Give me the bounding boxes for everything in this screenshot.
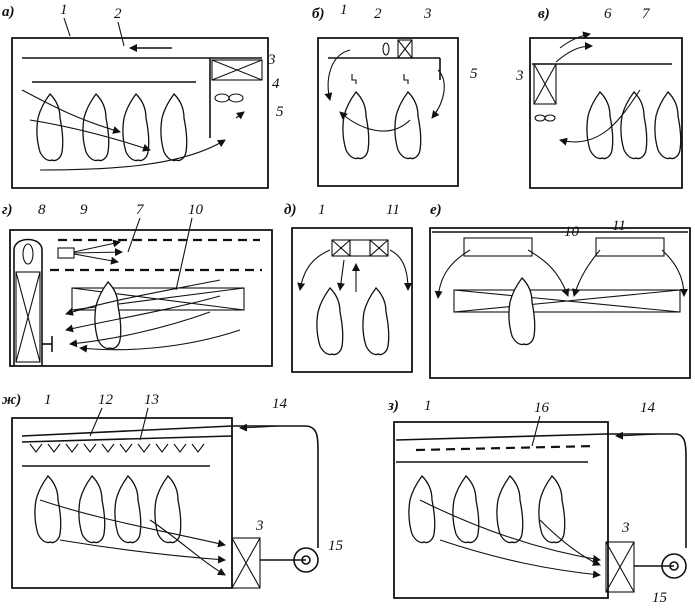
fan-icon <box>534 114 556 122</box>
carcass <box>408 475 436 544</box>
callout: 11 <box>612 218 626 234</box>
carcass <box>122 93 150 162</box>
callout: 14 <box>640 400 656 416</box>
panel-zh: ж) 1 12 13 14 3 15 <box>2 392 344 589</box>
panel-label: е) <box>430 202 442 218</box>
air-cooler-3 <box>605 541 635 593</box>
fan-4-icon <box>214 93 244 103</box>
panel-label: г) <box>2 202 13 218</box>
panel-z: з) 1 16 14 3 15 <box>387 398 687 606</box>
callout: 3 <box>255 518 264 534</box>
callout: 15 <box>328 538 344 554</box>
panel-d: д) 1 11 <box>284 202 413 373</box>
fan-15-icon <box>661 553 687 579</box>
callout: 16 <box>534 400 550 416</box>
carcass <box>342 91 370 160</box>
callout: 1 <box>318 202 326 218</box>
carcass <box>586 91 614 160</box>
callout: 1 <box>60 2 68 18</box>
panel-e: е) 10 11 <box>429 202 691 379</box>
fan-icon <box>382 42 390 56</box>
callout: 1 <box>424 398 432 414</box>
nozzle-row-12 <box>29 443 205 453</box>
panel-label: д) <box>284 202 296 218</box>
callout: 14 <box>272 396 288 412</box>
carcass <box>620 91 648 160</box>
panel-g: г) 8 9 7 10 <box>2 202 273 367</box>
air-cooler-3 <box>211 59 263 81</box>
callout: 8 <box>38 202 46 218</box>
callout: 4 <box>272 76 280 92</box>
fan-15-icon <box>293 547 319 573</box>
callout: 15 <box>652 590 668 606</box>
callout: 1 <box>44 392 52 408</box>
air-cooler <box>369 239 389 257</box>
panel-a: а) 1 2 3 4 5 <box>2 2 284 189</box>
fan-icon <box>22 243 34 265</box>
air-cooler-3 <box>397 39 413 59</box>
panel-label: а) <box>2 4 15 20</box>
air-cooler-unit <box>595 237 665 257</box>
callout: 5 <box>470 66 478 82</box>
air-cooler-unit <box>463 237 533 257</box>
carcass <box>394 91 422 160</box>
panel-label: ж) <box>2 392 21 408</box>
air-cooler-3 <box>231 537 261 589</box>
carcass <box>362 287 390 356</box>
carcass <box>538 475 566 544</box>
carcass <box>452 475 480 544</box>
panel-label: в) <box>538 6 550 22</box>
callout: 11 <box>386 202 400 218</box>
callout: 2 <box>114 6 122 22</box>
carcass <box>160 93 188 162</box>
fan-icon <box>349 239 371 257</box>
callout: 3 <box>423 6 432 22</box>
callout: 10 <box>564 224 580 240</box>
carcass <box>496 475 524 544</box>
callout: 7 <box>136 202 145 218</box>
callout: 6 <box>604 6 612 22</box>
callout: 3 <box>621 520 630 536</box>
carcass <box>316 287 344 356</box>
panel-label: б) <box>312 6 324 22</box>
callout: 5 <box>276 104 284 120</box>
callout: 1 <box>340 2 348 18</box>
carcass <box>508 277 536 346</box>
air-cooler-3 <box>533 63 557 105</box>
air-cooler-8 <box>15 271 41 363</box>
callout: 10 <box>188 202 204 218</box>
carcass <box>654 91 682 160</box>
panel-b: б) 1 2 3 5 <box>312 2 478 187</box>
callout: 3 <box>515 68 524 84</box>
panel-v: в) 3 6 7 <box>515 6 683 189</box>
carcass <box>114 475 142 544</box>
panel-label: з) <box>387 398 399 414</box>
carcass <box>78 475 106 544</box>
callout: 9 <box>80 202 88 218</box>
carcass <box>34 475 62 544</box>
callout: 3 <box>267 52 276 68</box>
callout: 12 <box>98 392 114 408</box>
callout: 2 <box>374 6 382 22</box>
callout: 7 <box>642 6 651 22</box>
callout: 13 <box>144 392 159 408</box>
platform-10 <box>71 287 245 311</box>
nozzle-9 <box>57 247 75 259</box>
